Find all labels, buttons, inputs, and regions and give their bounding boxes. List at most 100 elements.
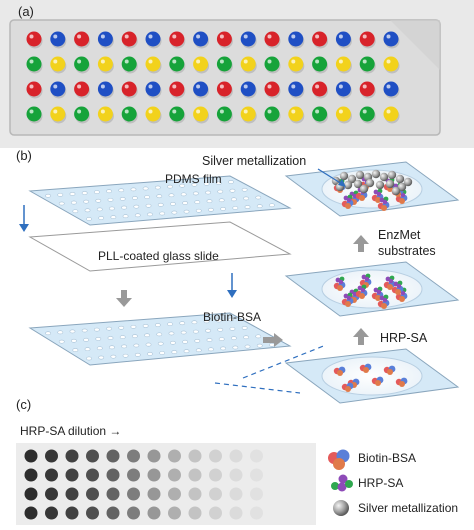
film-hole xyxy=(230,336,237,341)
film-hole xyxy=(130,187,137,192)
droplet-red xyxy=(26,31,42,47)
hrp-lobe xyxy=(382,199,388,205)
droplet-red xyxy=(121,81,137,97)
droplet-yellow xyxy=(50,106,66,122)
film-hole xyxy=(83,199,90,204)
droplet-highlight xyxy=(362,59,367,64)
droplet-highlight xyxy=(291,59,296,64)
bsa-lobe xyxy=(345,203,351,209)
droplet-green xyxy=(312,106,328,122)
droplet-highlight xyxy=(29,84,34,89)
panel-c-label: (c) xyxy=(16,397,31,412)
film-hole xyxy=(269,203,275,208)
bsa-lobe xyxy=(359,195,365,201)
droplet-red xyxy=(264,31,280,47)
dilution-spot xyxy=(147,468,161,482)
droplet-green xyxy=(169,56,185,72)
film-hole xyxy=(206,338,213,342)
dilution-spot xyxy=(188,449,202,463)
droplet-green xyxy=(169,106,185,122)
silver-particle xyxy=(347,174,357,184)
film-hole xyxy=(179,321,186,326)
pdms-film-holes xyxy=(45,180,275,221)
film-hole xyxy=(269,342,275,347)
film-hole xyxy=(71,200,77,205)
bsa-lobe xyxy=(345,301,351,307)
droplet-highlight xyxy=(77,84,82,89)
film-hole xyxy=(218,337,225,341)
hrp-sa-step-label: HRP-SA xyxy=(380,331,428,345)
droplet-blue xyxy=(335,31,351,47)
silver-particle xyxy=(365,178,375,188)
droplet-highlight xyxy=(29,109,34,114)
film-hole xyxy=(195,208,202,213)
droplet-highlight xyxy=(124,109,129,114)
film-hole xyxy=(133,343,140,348)
droplet-red xyxy=(216,31,232,47)
droplet-blue xyxy=(50,31,66,47)
droplet-yellow xyxy=(145,56,161,72)
dilution-spot xyxy=(86,487,99,501)
droplet-yellow xyxy=(288,106,304,122)
film-hole xyxy=(183,349,190,354)
film-hole xyxy=(228,317,234,322)
bsa-lobe xyxy=(375,380,381,386)
bsa-lobe xyxy=(395,289,401,295)
droplet-highlight xyxy=(148,84,153,89)
film-hole xyxy=(170,340,176,345)
dilution-spot xyxy=(188,487,202,501)
droplet-yellow xyxy=(193,56,209,72)
silver-particle-icon xyxy=(333,500,349,516)
droplet-yellow xyxy=(97,106,113,122)
droplet-red xyxy=(359,31,375,47)
droplet-highlight xyxy=(196,34,201,39)
dilution-spot xyxy=(250,468,263,482)
film-hole xyxy=(156,332,163,337)
droplet-highlight xyxy=(338,59,343,64)
droplet-highlight xyxy=(243,84,248,89)
droplet-highlight xyxy=(338,84,343,89)
film-hole xyxy=(229,326,236,331)
droplet-green xyxy=(264,106,280,122)
droplet-highlight xyxy=(100,59,105,64)
film-hole xyxy=(217,189,224,194)
film-hole xyxy=(98,355,105,360)
film-hole xyxy=(232,345,239,350)
film-hole xyxy=(93,327,100,332)
dilution-spot xyxy=(250,449,263,463)
droplet-highlight xyxy=(315,59,320,64)
droplet-highlight xyxy=(196,59,201,64)
gray-arrow-down xyxy=(116,290,132,307)
droplet-highlight xyxy=(291,34,296,39)
droplet-yellow xyxy=(383,106,399,122)
droplet-blue xyxy=(193,31,209,47)
droplet-yellow xyxy=(50,56,66,72)
droplet-red xyxy=(74,81,90,97)
droplet-green xyxy=(121,56,137,72)
silver-particle xyxy=(385,179,395,189)
dilution-spot xyxy=(65,449,79,463)
dilution-spot xyxy=(168,468,181,482)
silver-particle xyxy=(343,180,353,190)
film-hole xyxy=(130,324,137,329)
film-hole xyxy=(170,202,176,206)
droplet-highlight xyxy=(77,34,82,39)
droplet-green xyxy=(26,106,42,122)
film-hole xyxy=(244,344,251,349)
film-hole xyxy=(144,195,150,199)
film-hole xyxy=(159,211,166,216)
dilution-spot xyxy=(209,449,222,463)
droplet-highlight xyxy=(243,34,248,39)
film-hole xyxy=(255,195,262,200)
droplet-highlight xyxy=(338,34,343,39)
droplet-blue xyxy=(335,81,351,97)
droplet-highlight xyxy=(196,109,201,114)
droplet-blue xyxy=(97,81,113,97)
glass-slide-photo xyxy=(9,19,441,136)
film-hole xyxy=(106,189,112,194)
droplet-blue xyxy=(288,31,304,47)
film-hole xyxy=(217,327,224,332)
droplet-highlight xyxy=(29,34,34,39)
dilution-spot xyxy=(229,487,243,501)
film-hole xyxy=(194,339,201,343)
